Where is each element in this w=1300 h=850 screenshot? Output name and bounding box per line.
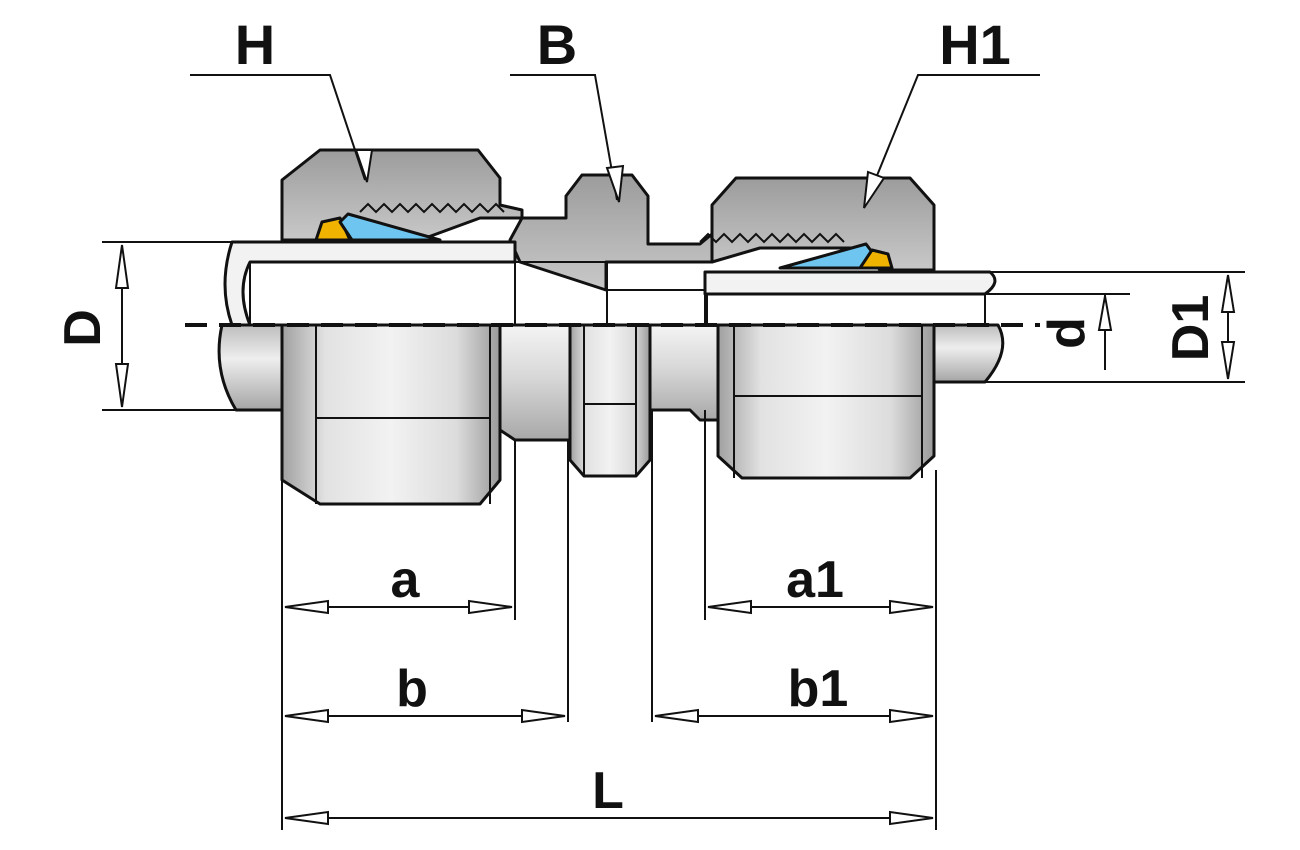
dim-D-arrow-b (114, 363, 130, 408)
label-D1: D1 (1162, 295, 1220, 361)
label-a: a (391, 551, 421, 609)
label-a1: a1 (786, 551, 844, 609)
right-front-ferrule (858, 248, 894, 270)
leader-B-arrow (605, 164, 625, 203)
left-tube-exterior (217, 323, 292, 412)
leader-H-arrow (354, 149, 374, 183)
dim-D-arrow-t (114, 244, 130, 289)
right-tube-bore (704, 293, 986, 326)
left-nut-section (280, 148, 524, 242)
body-exterior-left (498, 323, 572, 442)
leader-B (510, 74, 618, 201)
dim-b-arrow-r (521, 708, 566, 724)
label-B: B (537, 13, 577, 76)
label-b1: b1 (788, 660, 849, 718)
left-nut-hex (280, 323, 502, 506)
body-exterior-right (648, 323, 720, 422)
body-bore-small (606, 289, 708, 326)
leader-H1-arrow (863, 170, 886, 209)
left-tube-bore (249, 261, 516, 326)
label-H1: H1 (939, 13, 1011, 76)
dim-a-arrow-l (284, 599, 329, 615)
dim-L-arrow-l (284, 810, 329, 826)
right-tube-wall (703, 270, 997, 296)
dim-a1-arrow-r (889, 599, 934, 615)
right-nut-section (710, 176, 936, 272)
label-L: L (592, 762, 624, 820)
label-H: H (235, 13, 275, 76)
body-hex (568, 323, 652, 478)
left-thread (359, 202, 505, 214)
label-d: d (1038, 317, 1096, 349)
label-b: b (396, 660, 428, 718)
dim-b1-arrow-r (889, 708, 934, 724)
left-tube-wall (223, 240, 517, 327)
leader-H (190, 74, 366, 181)
leader-H1 (864, 74, 1040, 206)
dim-b1-arrow-l (654, 708, 699, 724)
dim-D1-arrow-b (1220, 341, 1236, 380)
dim-a-arrow-r (468, 599, 513, 615)
left-back-ferrule (338, 212, 442, 242)
dim-d-arrow-t (1097, 295, 1113, 331)
dim-D1-arrow-t (1220, 274, 1236, 313)
right-nut-hex (716, 323, 936, 480)
dim-b-arrow-l (284, 708, 329, 724)
body-section (508, 173, 714, 292)
right-thread (699, 232, 845, 244)
dim-L-arrow-r (889, 810, 934, 826)
right-tube-exterior (928, 323, 1005, 384)
label-D: D (54, 309, 112, 347)
dim-a1-arrow-l (707, 599, 752, 615)
